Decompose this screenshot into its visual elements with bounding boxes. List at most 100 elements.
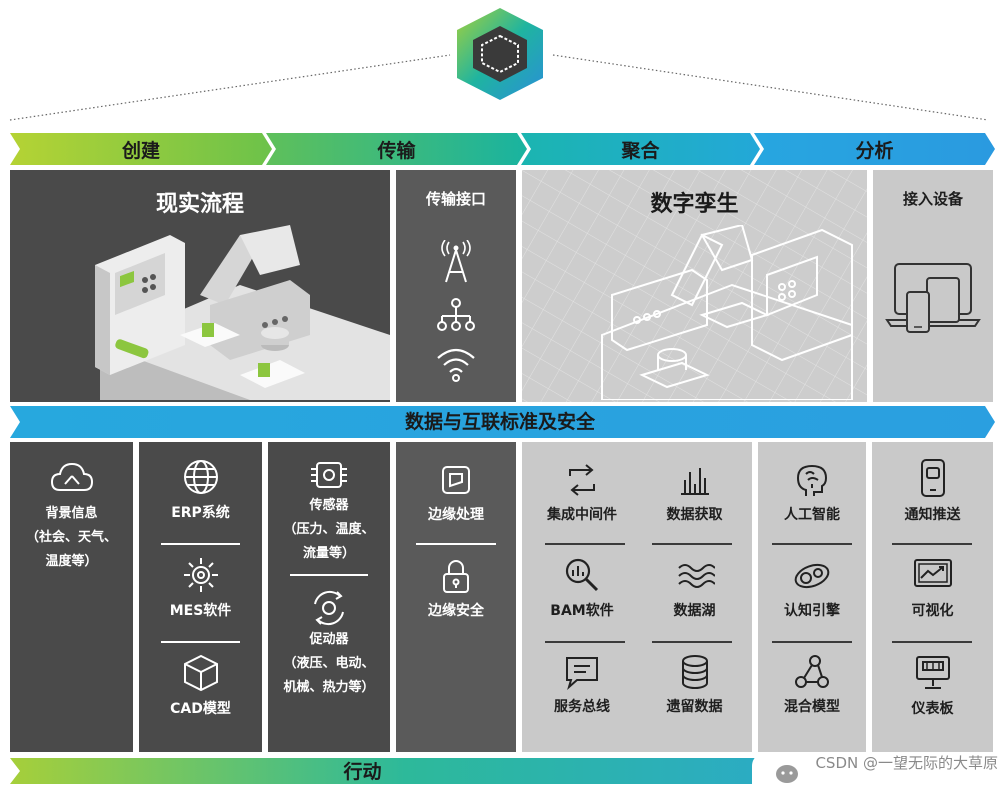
bam-software-label: BAM软件 (550, 603, 614, 619)
panel-title-transmission-interface: 传输接口 (425, 190, 486, 208)
separator (416, 543, 496, 545)
data-acquisition-label: 数据获取 (666, 507, 723, 523)
stage-arrow-aggregate (521, 133, 760, 165)
antenna-icon (441, 240, 471, 283)
stage-label-analyze: 分析 (855, 139, 894, 162)
separator (772, 543, 852, 545)
cognitive-engine-label: 认知引擎 (784, 603, 840, 619)
cad-label: CAD模型 (170, 701, 231, 717)
header-graphic (9, 8, 989, 121)
panel-title-access-devices: 接入设备 (902, 190, 963, 208)
wifi-icon (437, 348, 475, 382)
erp-label: ERP系统 (171, 505, 230, 521)
stage-arrow-transmit (266, 133, 527, 165)
wechat-icon (776, 765, 798, 783)
panel-title-digital-twin: 数字孪生 (650, 192, 739, 217)
actuator-line-1: （液压、电动、 (283, 656, 375, 671)
dotted-line-left (9, 54, 451, 121)
engine-icon (794, 563, 830, 589)
panel-outputs: 通知推送 可视化 仪表板 (872, 442, 993, 752)
separator (545, 543, 625, 545)
globe-icon (183, 460, 218, 494)
panel-analytics: 人工智能 认知引擎 混合模型 (758, 442, 866, 752)
background-info-line-1: （社会、天气、 (25, 530, 117, 545)
hybrid-model-label: 混合模型 (784, 699, 840, 715)
message-icon (566, 657, 598, 690)
item-cognitive-engine: 认知引擎 (758, 556, 866, 620)
item-notification-push: 通知推送 (872, 458, 993, 524)
item-data-acquisition: 数据获取 (637, 462, 752, 524)
panel-access-devices: 接入设备 (873, 170, 993, 402)
separator (545, 641, 625, 643)
actuator-line-2: 机械、热力等） (283, 680, 375, 695)
panel-digital-twin: 数字孪生 (522, 170, 867, 402)
ai-label: 人工智能 (784, 507, 840, 523)
bottom-band-arrow (10, 758, 995, 784)
hexagon-logo-icon (457, 8, 543, 100)
item-actuator: 促动器 （液压、电动、 机械、热力等） (268, 590, 390, 700)
edge-processing-label: 边缘处理 (428, 507, 484, 523)
stage-label-create: 创建 (121, 139, 160, 162)
visualization-label: 可视化 (911, 603, 954, 619)
data-lake-label: 数据湖 (673, 603, 716, 619)
background-info-line-2: 温度等） (45, 554, 98, 569)
item-background-info: 背景信息 （社会、天气、 温度等） (10, 460, 133, 574)
panel-background-info: 背景信息 （社会、天气、 温度等） (10, 442, 133, 752)
dotted-line-right (552, 54, 989, 121)
separator (892, 543, 972, 545)
item-hybrid-model: 混合模型 (758, 654, 866, 716)
stage-label-aggregate: 聚合 (621, 139, 660, 162)
sensor-title: 传感器 (309, 498, 349, 513)
brain-icon (796, 464, 828, 496)
integration-middleware-label: 集成中间件 (547, 507, 617, 523)
panel-sensors-actuators: 传感器 （压力、温度、 流量等） 促动器 （液压、电动、 机械、热力等） (268, 442, 390, 752)
gear-icon (183, 558, 218, 592)
item-sensor: 传感器 （压力、温度、 流量等） (268, 458, 390, 566)
dashboard-label: 仪表板 (911, 701, 954, 717)
panel-real-process: 现实流程 (10, 170, 390, 402)
watermark-text: CSDN @一望无际的大草原 (815, 754, 998, 772)
panel-enterprise-systems: ERP系统 MES软件 CAD模型 (139, 442, 262, 752)
panel-transmission-interface: 传输接口 (396, 170, 516, 402)
middle-band-arrow (10, 406, 995, 438)
panel-title-real-process: 现实流程 (155, 192, 244, 217)
service-bus-label: 服务总线 (554, 699, 610, 715)
edge-security-label: 边缘安全 (428, 603, 484, 619)
devices-icon (885, 263, 981, 333)
magnifier-icon (565, 558, 599, 592)
bottom-band-label: 行动 (343, 761, 382, 783)
item-cad: CAD模型 (139, 654, 262, 718)
separator (161, 543, 240, 545)
grid-pattern (522, 170, 867, 402)
legacy-data-label: 遗留数据 (666, 699, 723, 715)
panel-aggregate-tools: 集成中间件 数据获取 BAM软件 数据湖 (522, 442, 752, 752)
cloud-upload-icon (50, 462, 93, 491)
item-edge-security: 边缘安全 (396, 558, 516, 620)
separator (772, 641, 852, 643)
waves-icon (677, 564, 715, 588)
item-ai: 人工智能 (758, 462, 866, 524)
factory-machine-illustration (95, 225, 390, 400)
mobile-notification-icon (920, 459, 945, 497)
item-legacy-data: 遗留数据 (637, 654, 752, 716)
actuator-title: 促动器 (309, 632, 349, 647)
item-data-lake: 数据湖 (637, 556, 752, 620)
item-integration-middleware: 集成中间件 (522, 462, 642, 524)
nodes-icon (795, 655, 829, 688)
dashboard-monitor-icon (915, 656, 950, 689)
sensor-line-2: 流量等） (302, 546, 355, 561)
notification-push-label: 通知推送 (904, 507, 961, 523)
separator (161, 641, 240, 643)
item-visualization: 可视化 (872, 556, 993, 620)
digital-twin-wireframe-illustration (601, 225, 853, 400)
item-mes: MES软件 (139, 556, 262, 620)
separator (652, 543, 732, 545)
edge-processing-icon (442, 466, 470, 494)
swap-arrows-icon (569, 464, 595, 496)
mes-label: MES软件 (169, 603, 232, 619)
background-info-title: 背景信息 (45, 506, 98, 521)
item-service-bus: 服务总线 (522, 654, 642, 716)
separator (652, 641, 732, 643)
database-icon (681, 655, 708, 689)
item-dashboard: 仪表板 (872, 654, 993, 718)
